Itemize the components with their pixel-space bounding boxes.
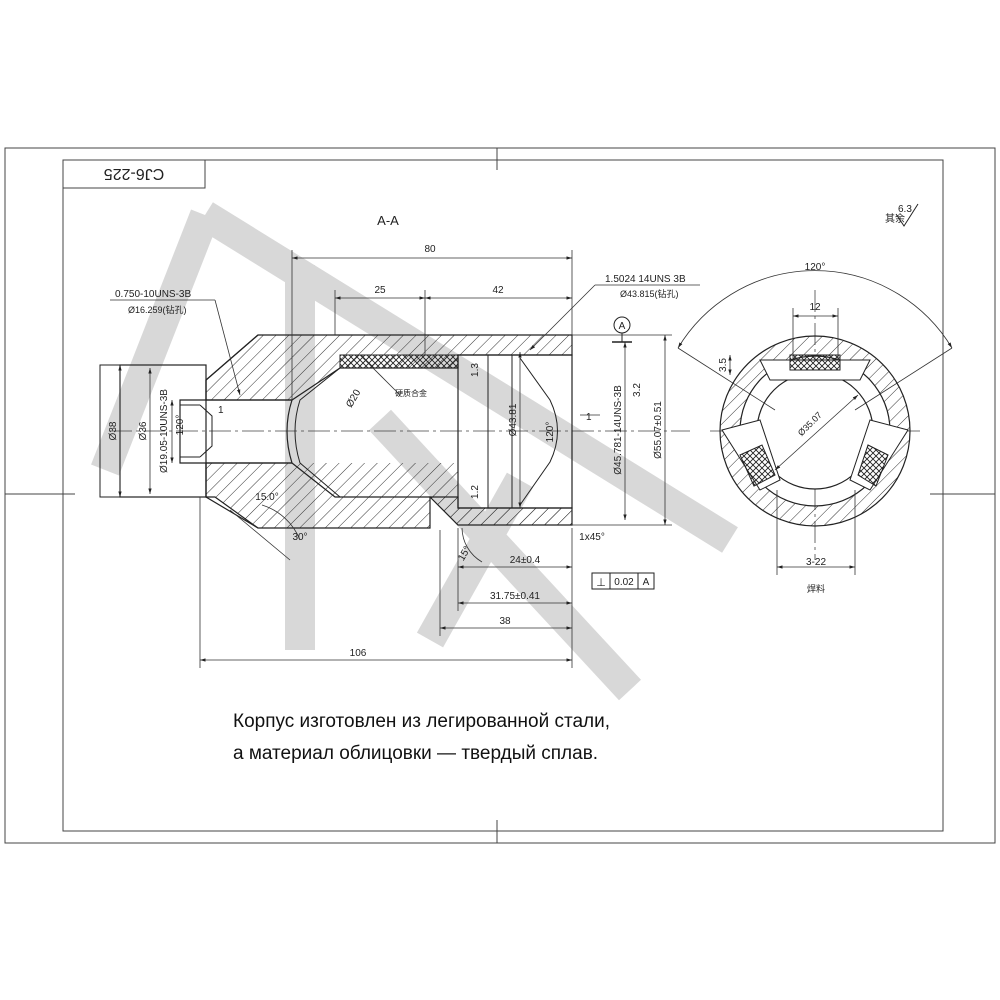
svg-text:⊥: ⊥: [596, 577, 606, 589]
dim-1b: 1: [586, 412, 592, 423]
dim-dia19: Ø19.05-10UNS-3B: [159, 389, 170, 473]
radius-2: 1.2: [470, 485, 481, 499]
datum-a: A: [612, 316, 632, 343]
drawing-frame: [4, 147, 996, 844]
dim-3175: 31.75±0.41: [490, 591, 540, 602]
drawing-code: CJ6-225: [104, 165, 165, 182]
dim-dia36: Ø36: [138, 421, 149, 440]
dim-dia38: Ø38: [108, 421, 119, 440]
dim-80: 80: [424, 244, 436, 255]
thread-note-2b: Ø43.815(钻孔): [620, 288, 679, 299]
dim-42: 42: [492, 285, 504, 296]
dim-106: 106: [350, 648, 367, 659]
thread-note-1b: Ø16.259(钻孔): [128, 304, 187, 315]
tolerance-frame: ⊥ 0.02 A: [591, 572, 655, 590]
watermark: [91, 202, 738, 701]
dim-24: 24±0.4: [510, 555, 541, 566]
angle-120b: 120°: [545, 422, 556, 443]
svg-text:A: A: [619, 321, 626, 332]
dim-38: 38: [499, 616, 511, 627]
dim-dia55: Ø55.07±0.51: [653, 401, 664, 459]
end-dim-12: 12: [809, 302, 821, 313]
svg-text:其余: 其余: [885, 212, 905, 225]
section-label: A-A: [377, 213, 399, 228]
angle-120a: 120°: [175, 415, 186, 436]
dimension-texts: 80 25 42 106 38 31.75±0.41 24±0.4 Ø38 Ø3…: [108, 244, 686, 659]
title-block: CJ6-225: [62, 159, 206, 189]
dim-1a: 1: [218, 405, 224, 416]
hard-material-note: 硬质合金: [395, 388, 427, 398]
chamfer: 1x45°: [579, 532, 605, 543]
roughness-32: 3.2: [632, 383, 643, 397]
angle-30: 30°: [292, 532, 307, 543]
svg-text:6.3: 6.3: [898, 204, 912, 215]
dim-dia45: Ø45.781-14UNS-3B: [613, 385, 624, 475]
end-dim-35: 3.5: [718, 358, 729, 372]
radius-20: Ø20: [344, 387, 363, 409]
section-view: [99, 334, 690, 529]
caption-line-1: Корпус изготовлен из легированной стали,: [233, 711, 611, 732]
caption-line-2: а материал облицовки — твердый сплав.: [233, 743, 599, 764]
svg-text:A: A: [643, 577, 650, 588]
end-view: [677, 270, 953, 575]
svg-text:0.02: 0.02: [614, 577, 634, 588]
solder-note: 焊料: [807, 583, 825, 594]
thread-note-1: 0.750-10UNS-3B: [115, 289, 191, 300]
end-angle-120: 120°: [805, 262, 826, 273]
roughness-symbol: 其余 6.3: [885, 203, 919, 227]
end-dim-322: 3-22: [806, 557, 826, 568]
dim-dia4381: Ø43.81: [508, 403, 519, 436]
dim-25: 25: [374, 285, 386, 296]
angle-15: 15.0°: [255, 492, 278, 503]
thread-note-2: 1.5024 14UNS 3B: [605, 274, 686, 285]
radius-1: 1.3: [470, 363, 481, 377]
dimension-lines: [110, 250, 700, 668]
